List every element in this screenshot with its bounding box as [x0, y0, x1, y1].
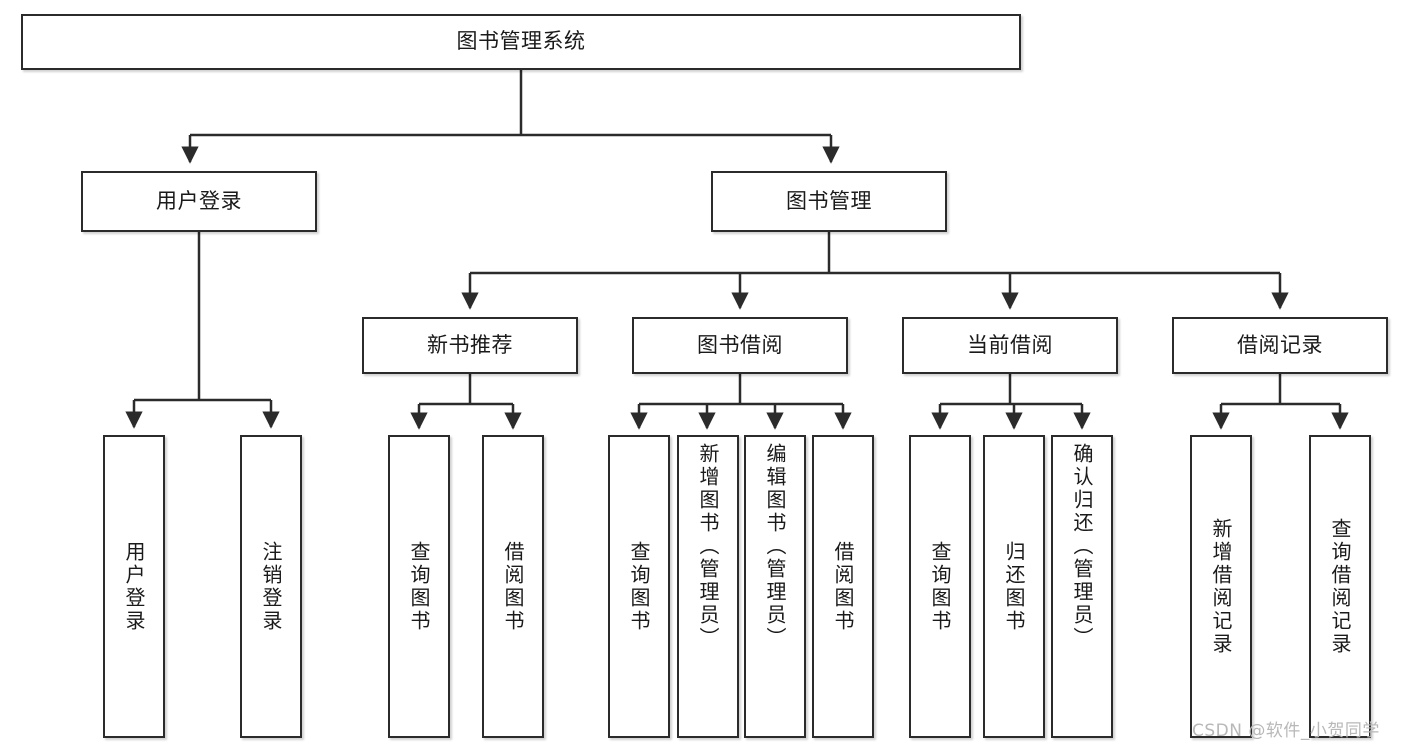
node-leaf-current-query-book[interactable]: 查询图书 — [909, 435, 971, 738]
node-label: 借阅图书 — [831, 540, 855, 633]
node-book-manage[interactable]: 图书管理 — [711, 171, 947, 232]
node-leaf-user-login[interactable]: 用户登录 — [103, 435, 165, 738]
node-leaf-record-query-record[interactable]: 查询借阅记录 — [1309, 435, 1371, 738]
node-label: 用户登录 — [122, 540, 146, 633]
node-leaf-rec-borrow-book[interactable]: 借阅图书 — [482, 435, 544, 738]
node-label: 查询图书 — [928, 540, 952, 633]
node-label: 新增借阅记录 — [1209, 517, 1233, 656]
node-leaf-borrow-query-book[interactable]: 查询图书 — [608, 435, 670, 738]
node-leaf-current-confirm-return-admin[interactable]: 确认归还（管理员） — [1051, 435, 1113, 738]
node-root-system[interactable]: 图书管理系统 — [21, 14, 1021, 70]
node-label: 当前借阅 — [967, 332, 1053, 357]
node-label: 编辑图书（管理员） — [763, 443, 787, 650]
node-label: 注销登录 — [259, 540, 283, 633]
node-borrow-record[interactable]: 借阅记录 — [1172, 317, 1388, 374]
node-leaf-current-return-book[interactable]: 归还图书 — [983, 435, 1045, 738]
node-user-login[interactable]: 用户登录 — [81, 171, 317, 232]
node-label: 查询借阅记录 — [1328, 517, 1352, 656]
node-leaf-record-add-record[interactable]: 新增借阅记录 — [1190, 435, 1252, 738]
node-label: 新书推荐 — [427, 332, 513, 357]
node-label: 借阅图书 — [501, 540, 525, 633]
node-new-book-rec[interactable]: 新书推荐 — [362, 317, 578, 374]
node-label: 新增图书（管理员） — [696, 443, 720, 650]
node-leaf-user-logout[interactable]: 注销登录 — [240, 435, 302, 738]
node-leaf-borrow-edit-book-admin[interactable]: 编辑图书（管理员） — [744, 435, 806, 738]
node-label: 图书管理 — [786, 188, 872, 213]
node-label: 查询图书 — [627, 540, 651, 633]
watermark: CSDN @软件_小贺同学 — [1192, 721, 1380, 741]
node-current-borrow[interactable]: 当前借阅 — [902, 317, 1118, 374]
node-label: 用户登录 — [156, 188, 242, 213]
node-label: 借阅记录 — [1237, 332, 1323, 357]
node-label: 归还图书 — [1002, 540, 1026, 633]
node-label: 图书管理系统 — [456, 29, 586, 54]
node-book-borrow[interactable]: 图书借阅 — [632, 317, 848, 374]
node-label: 查询图书 — [407, 540, 431, 633]
node-label: 确认归还（管理员） — [1070, 443, 1094, 650]
node-label: 图书借阅 — [697, 332, 783, 357]
node-leaf-borrow-do-borrow[interactable]: 借阅图书 — [812, 435, 874, 738]
node-leaf-borrow-add-book-admin[interactable]: 新增图书（管理员） — [677, 435, 739, 738]
node-leaf-rec-query-book[interactable]: 查询图书 — [388, 435, 450, 738]
